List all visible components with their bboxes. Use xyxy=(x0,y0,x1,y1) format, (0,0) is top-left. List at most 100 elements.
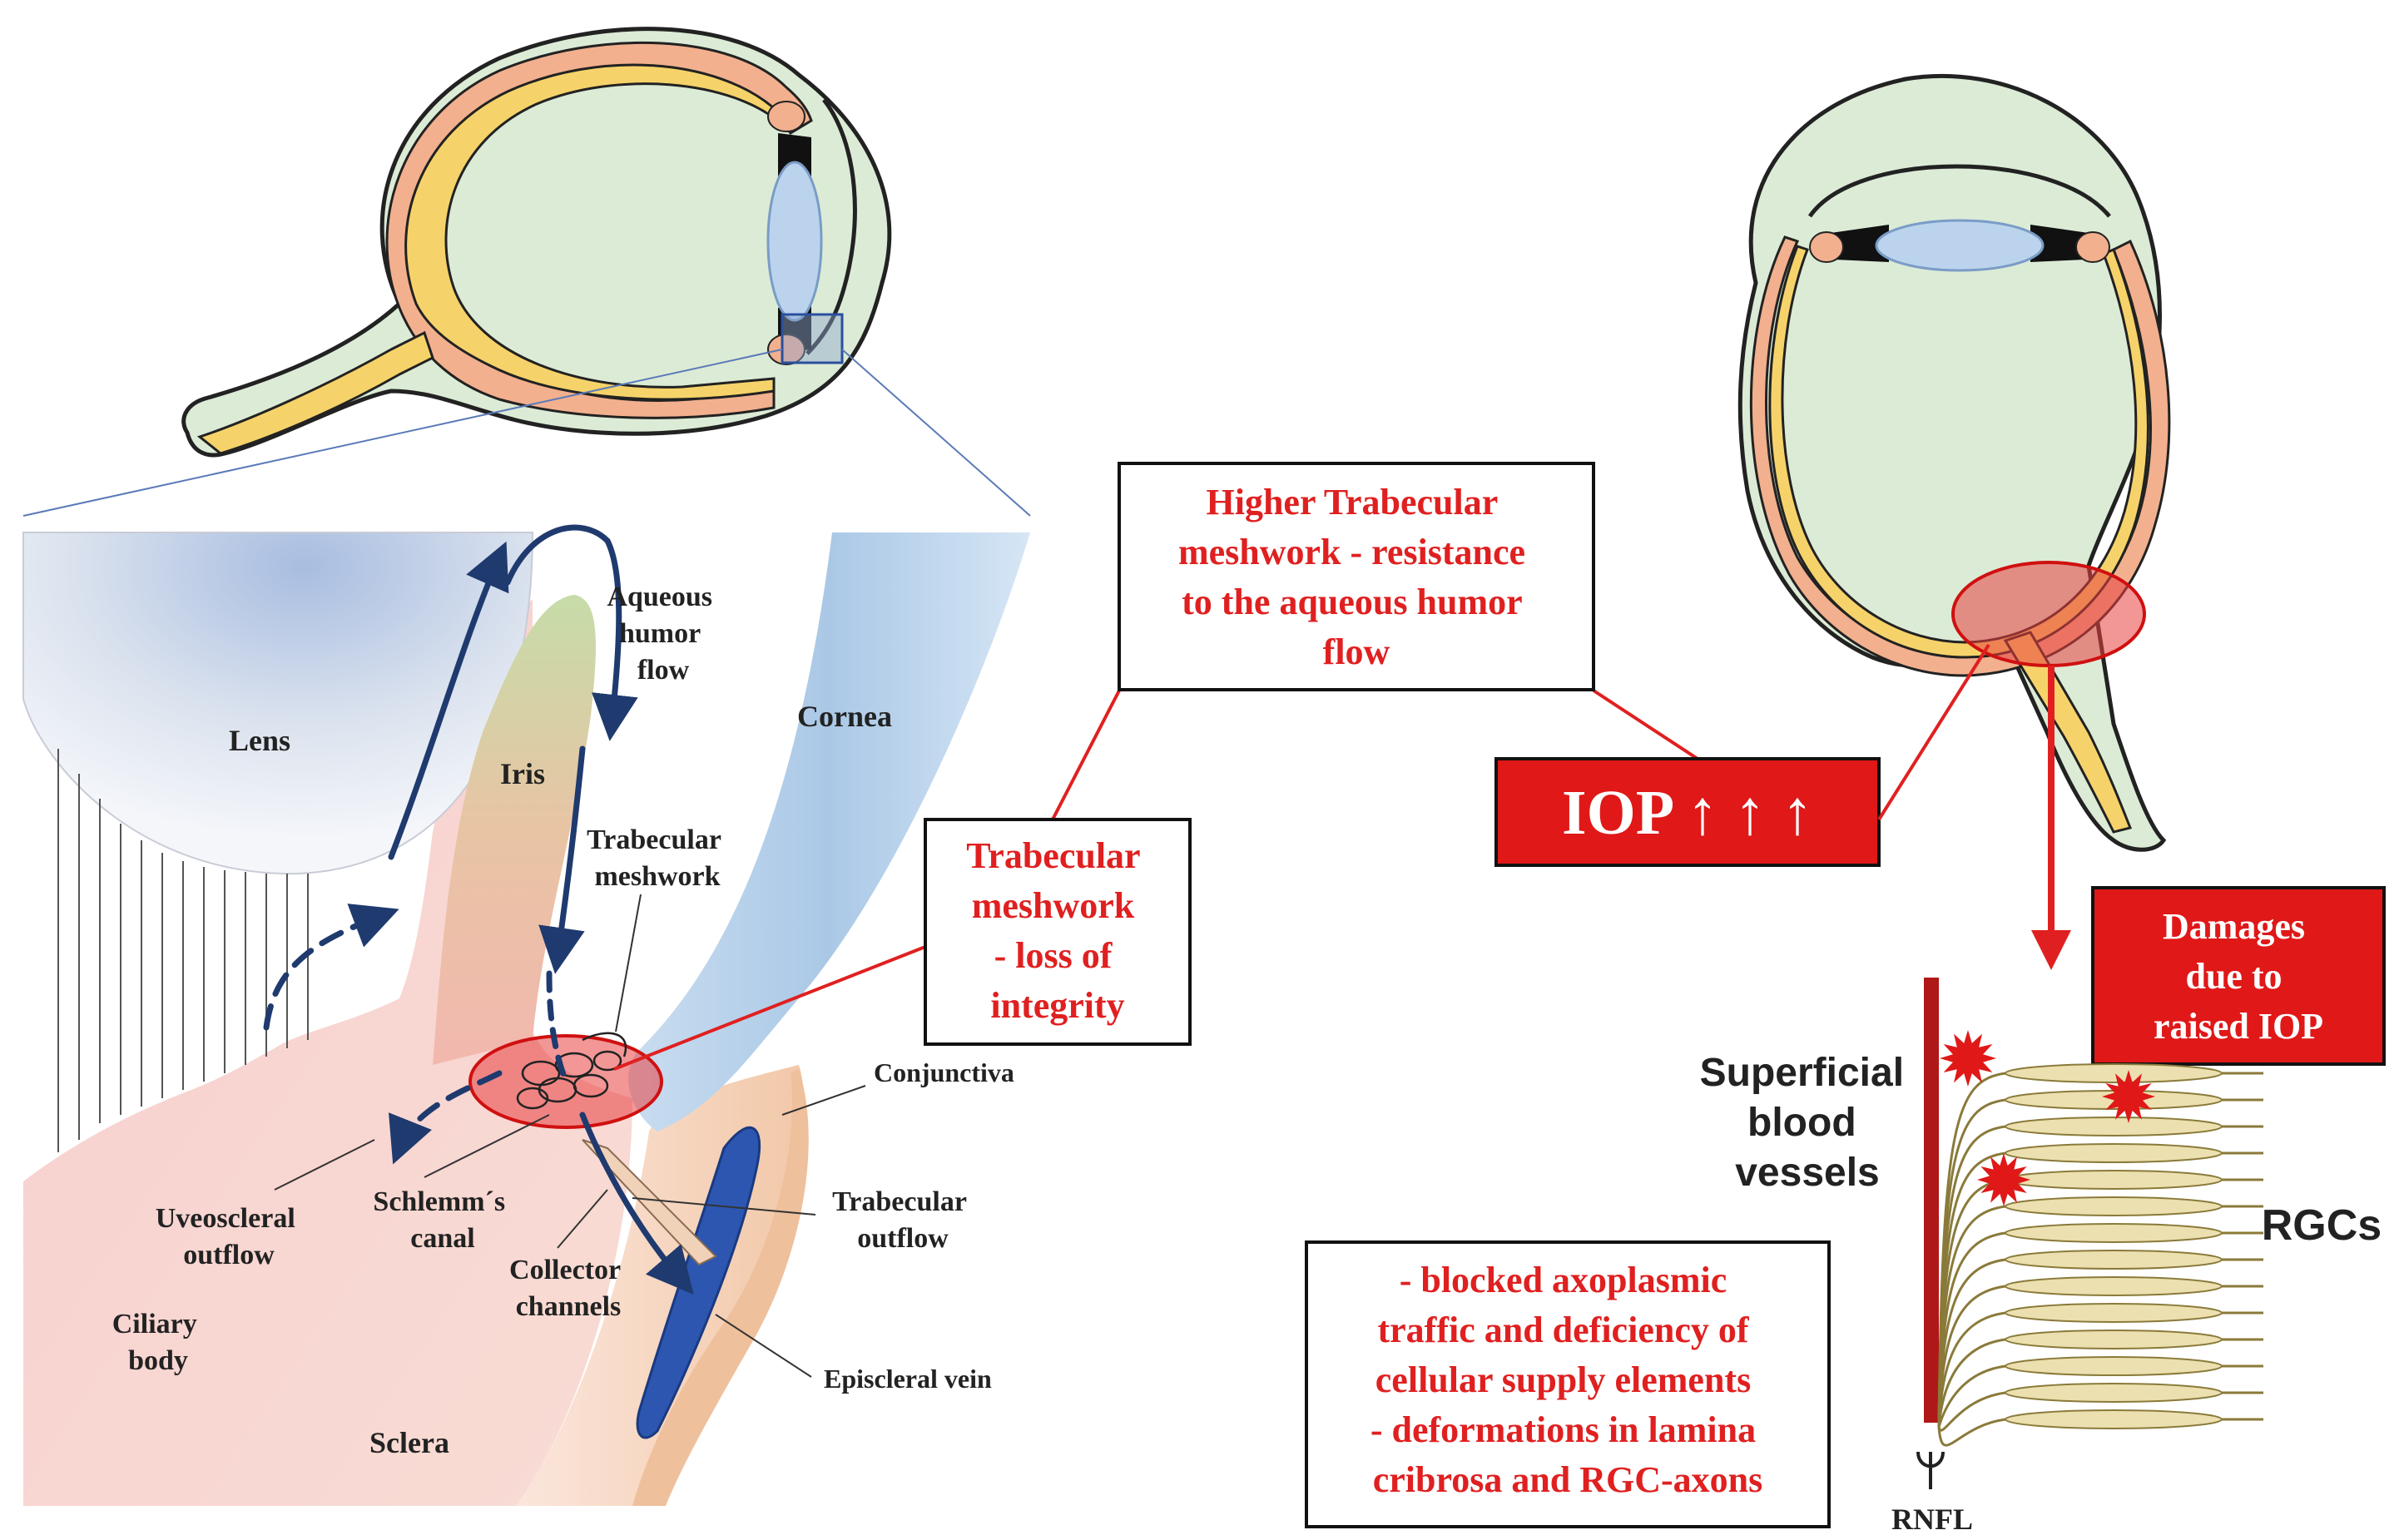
aqueous-flow-arrows xyxy=(263,524,694,1295)
damage-starburst-icon xyxy=(1940,1030,1996,1087)
optic-disc-highlight xyxy=(1951,561,2146,667)
retina-layer xyxy=(404,63,784,401)
label-rgcs: RGCs xyxy=(2262,1201,2382,1250)
rgc-cell xyxy=(2005,1250,2223,1270)
label-aqueous-humor-flow: Aqueous humor flow xyxy=(607,582,719,686)
text-iop: IOP ↑ ↑ ↑ xyxy=(1562,778,1813,848)
rgc-cell xyxy=(2005,1303,2223,1323)
cornea-right xyxy=(1807,164,2111,218)
label-conjunctiva: Conjunctiva xyxy=(874,1057,1014,1087)
connector-loss-box xyxy=(613,945,926,1071)
box-damages xyxy=(2091,886,2386,1066)
label-collector-channels: Collector channels xyxy=(509,1255,627,1322)
collector-channels xyxy=(582,1139,717,1266)
rgc-cell xyxy=(2005,1276,2223,1296)
box-higher-resistance xyxy=(1118,462,1595,691)
label-ciliary-body: Ciliary body xyxy=(112,1309,204,1376)
rgc-axon xyxy=(1937,1418,2263,1447)
leader-collector xyxy=(557,1189,608,1249)
label-episcleral-vein: Episcleral vein xyxy=(824,1364,992,1394)
leader-meshwork xyxy=(615,894,642,1032)
text-loss-integrity: Trabecular meshwork - loss of integrity xyxy=(966,835,1149,1026)
box-consequences xyxy=(1305,1240,1831,1528)
iris-right-right xyxy=(2030,225,2089,262)
optic-nerve xyxy=(196,330,434,455)
rgc-axon xyxy=(1937,1391,2263,1432)
rgc-axon xyxy=(1937,1285,2263,1428)
label-superficial-blood-vessels: Superficial blood vessels xyxy=(1700,1051,1916,1195)
label-iris: Iris xyxy=(500,757,545,790)
connector-loss-to-higher xyxy=(1051,690,1121,820)
label-trabecular-meshwork: Trabecular meshwork xyxy=(587,824,728,892)
cornea-top xyxy=(805,98,857,355)
damage-starburst-icon xyxy=(1977,1153,2030,1206)
lens-top xyxy=(766,161,823,322)
rgc-cell xyxy=(2005,1409,2223,1429)
leader-trab-outflow xyxy=(632,1197,816,1216)
retina-right xyxy=(1768,245,2149,659)
lens-right xyxy=(1875,219,2045,272)
ciliary-top-upper xyxy=(767,101,805,132)
label-uveoscleral-outflow: Uveoscleral outflow xyxy=(156,1203,303,1270)
sclera-outline-right xyxy=(1737,74,2167,852)
rgc-cell xyxy=(2005,1063,2223,1083)
rgc-axon xyxy=(1937,1364,2263,1428)
text-damages: Damages due to raised IOP xyxy=(2154,906,2323,1047)
leader-conjunctiva xyxy=(781,1085,866,1116)
ciliary-top-lower xyxy=(767,334,805,365)
flow-arrow-trabecular xyxy=(579,1112,694,1295)
iris-detail xyxy=(433,595,596,1065)
zoom-box xyxy=(781,313,844,364)
trabecular-mesh xyxy=(516,1032,627,1110)
label-rnfl: RNFL xyxy=(1891,1503,1973,1536)
rgc-cell xyxy=(2005,1330,2223,1349)
rgc-axon xyxy=(1937,1338,2263,1428)
eye-cross-section-top xyxy=(22,27,1031,517)
connector-iop-to-disc xyxy=(1877,643,1990,821)
flow-arrow-ciliary xyxy=(263,904,399,1031)
rgc-axons xyxy=(1937,1063,2263,1447)
rgc-panel: Damages due to raised IOP Superficial bl… xyxy=(1700,886,2386,1536)
iris-right-left xyxy=(1831,225,1889,262)
leader-schlemm xyxy=(424,1114,550,1178)
rgc-cell xyxy=(2005,1223,2223,1243)
flow-arrow-schlemm xyxy=(546,970,569,1085)
label-schlemms-canal: Schlemm´s canal xyxy=(373,1186,512,1254)
text-higher-resistance: Higher Trabecular meshwork - resistance … xyxy=(1178,482,1534,672)
rgc-cell xyxy=(2005,1170,2223,1190)
rgc-cell xyxy=(2005,1117,2223,1136)
flow-arrow-down xyxy=(538,745,586,974)
damage-starburst-icon xyxy=(2102,1070,2155,1123)
cornea-detail xyxy=(628,532,1030,1131)
superficial-blood-vessel xyxy=(1924,978,1939,1423)
zonule-fibers xyxy=(57,749,309,1152)
flow-arrow-over xyxy=(504,524,638,741)
rgc-cell xyxy=(2005,1356,2223,1376)
rgc-cell xyxy=(2005,1196,2223,1216)
anterior-chamber-detail: Aqueous humor flow Lens Iris Cornea Trab… xyxy=(22,524,1030,1506)
callouts-center: Higher Trabecular meshwork - resistance … xyxy=(613,462,1881,1071)
eye-glaucoma-right xyxy=(1737,74,2171,970)
label-lens: Lens xyxy=(229,724,290,757)
ciliary-right-right xyxy=(2075,231,2110,263)
label-trabecular-outflow: Trabecular outflow xyxy=(832,1186,974,1254)
leader-uveoscleral xyxy=(274,1139,375,1191)
consequences-panel: - blocked axoplasmic traffic and deficie… xyxy=(1305,1240,1831,1528)
text-consequences: - blocked axoplasmic traffic and deficie… xyxy=(1371,1260,1765,1500)
damage-starbursts xyxy=(1940,1030,2155,1206)
zoom-line-right xyxy=(841,349,1031,517)
ciliary-right-left xyxy=(1809,231,1844,263)
rgc-axon xyxy=(1937,1311,2263,1428)
label-cornea: Cornea xyxy=(797,700,892,733)
rgc-cell xyxy=(2005,1143,2223,1163)
label-sclera: Sclera xyxy=(369,1426,449,1459)
flow-arrow-uveoscleral xyxy=(389,1070,503,1165)
trabecular-highlight xyxy=(468,1034,663,1129)
connector-higher-to-iop xyxy=(1592,689,1699,760)
rgc-cell xyxy=(2005,1383,2223,1403)
box-loss-integrity xyxy=(924,818,1192,1046)
flow-arrow-up xyxy=(388,541,509,860)
zoom-line-left xyxy=(22,349,783,517)
sclera-outer xyxy=(632,1069,809,1506)
